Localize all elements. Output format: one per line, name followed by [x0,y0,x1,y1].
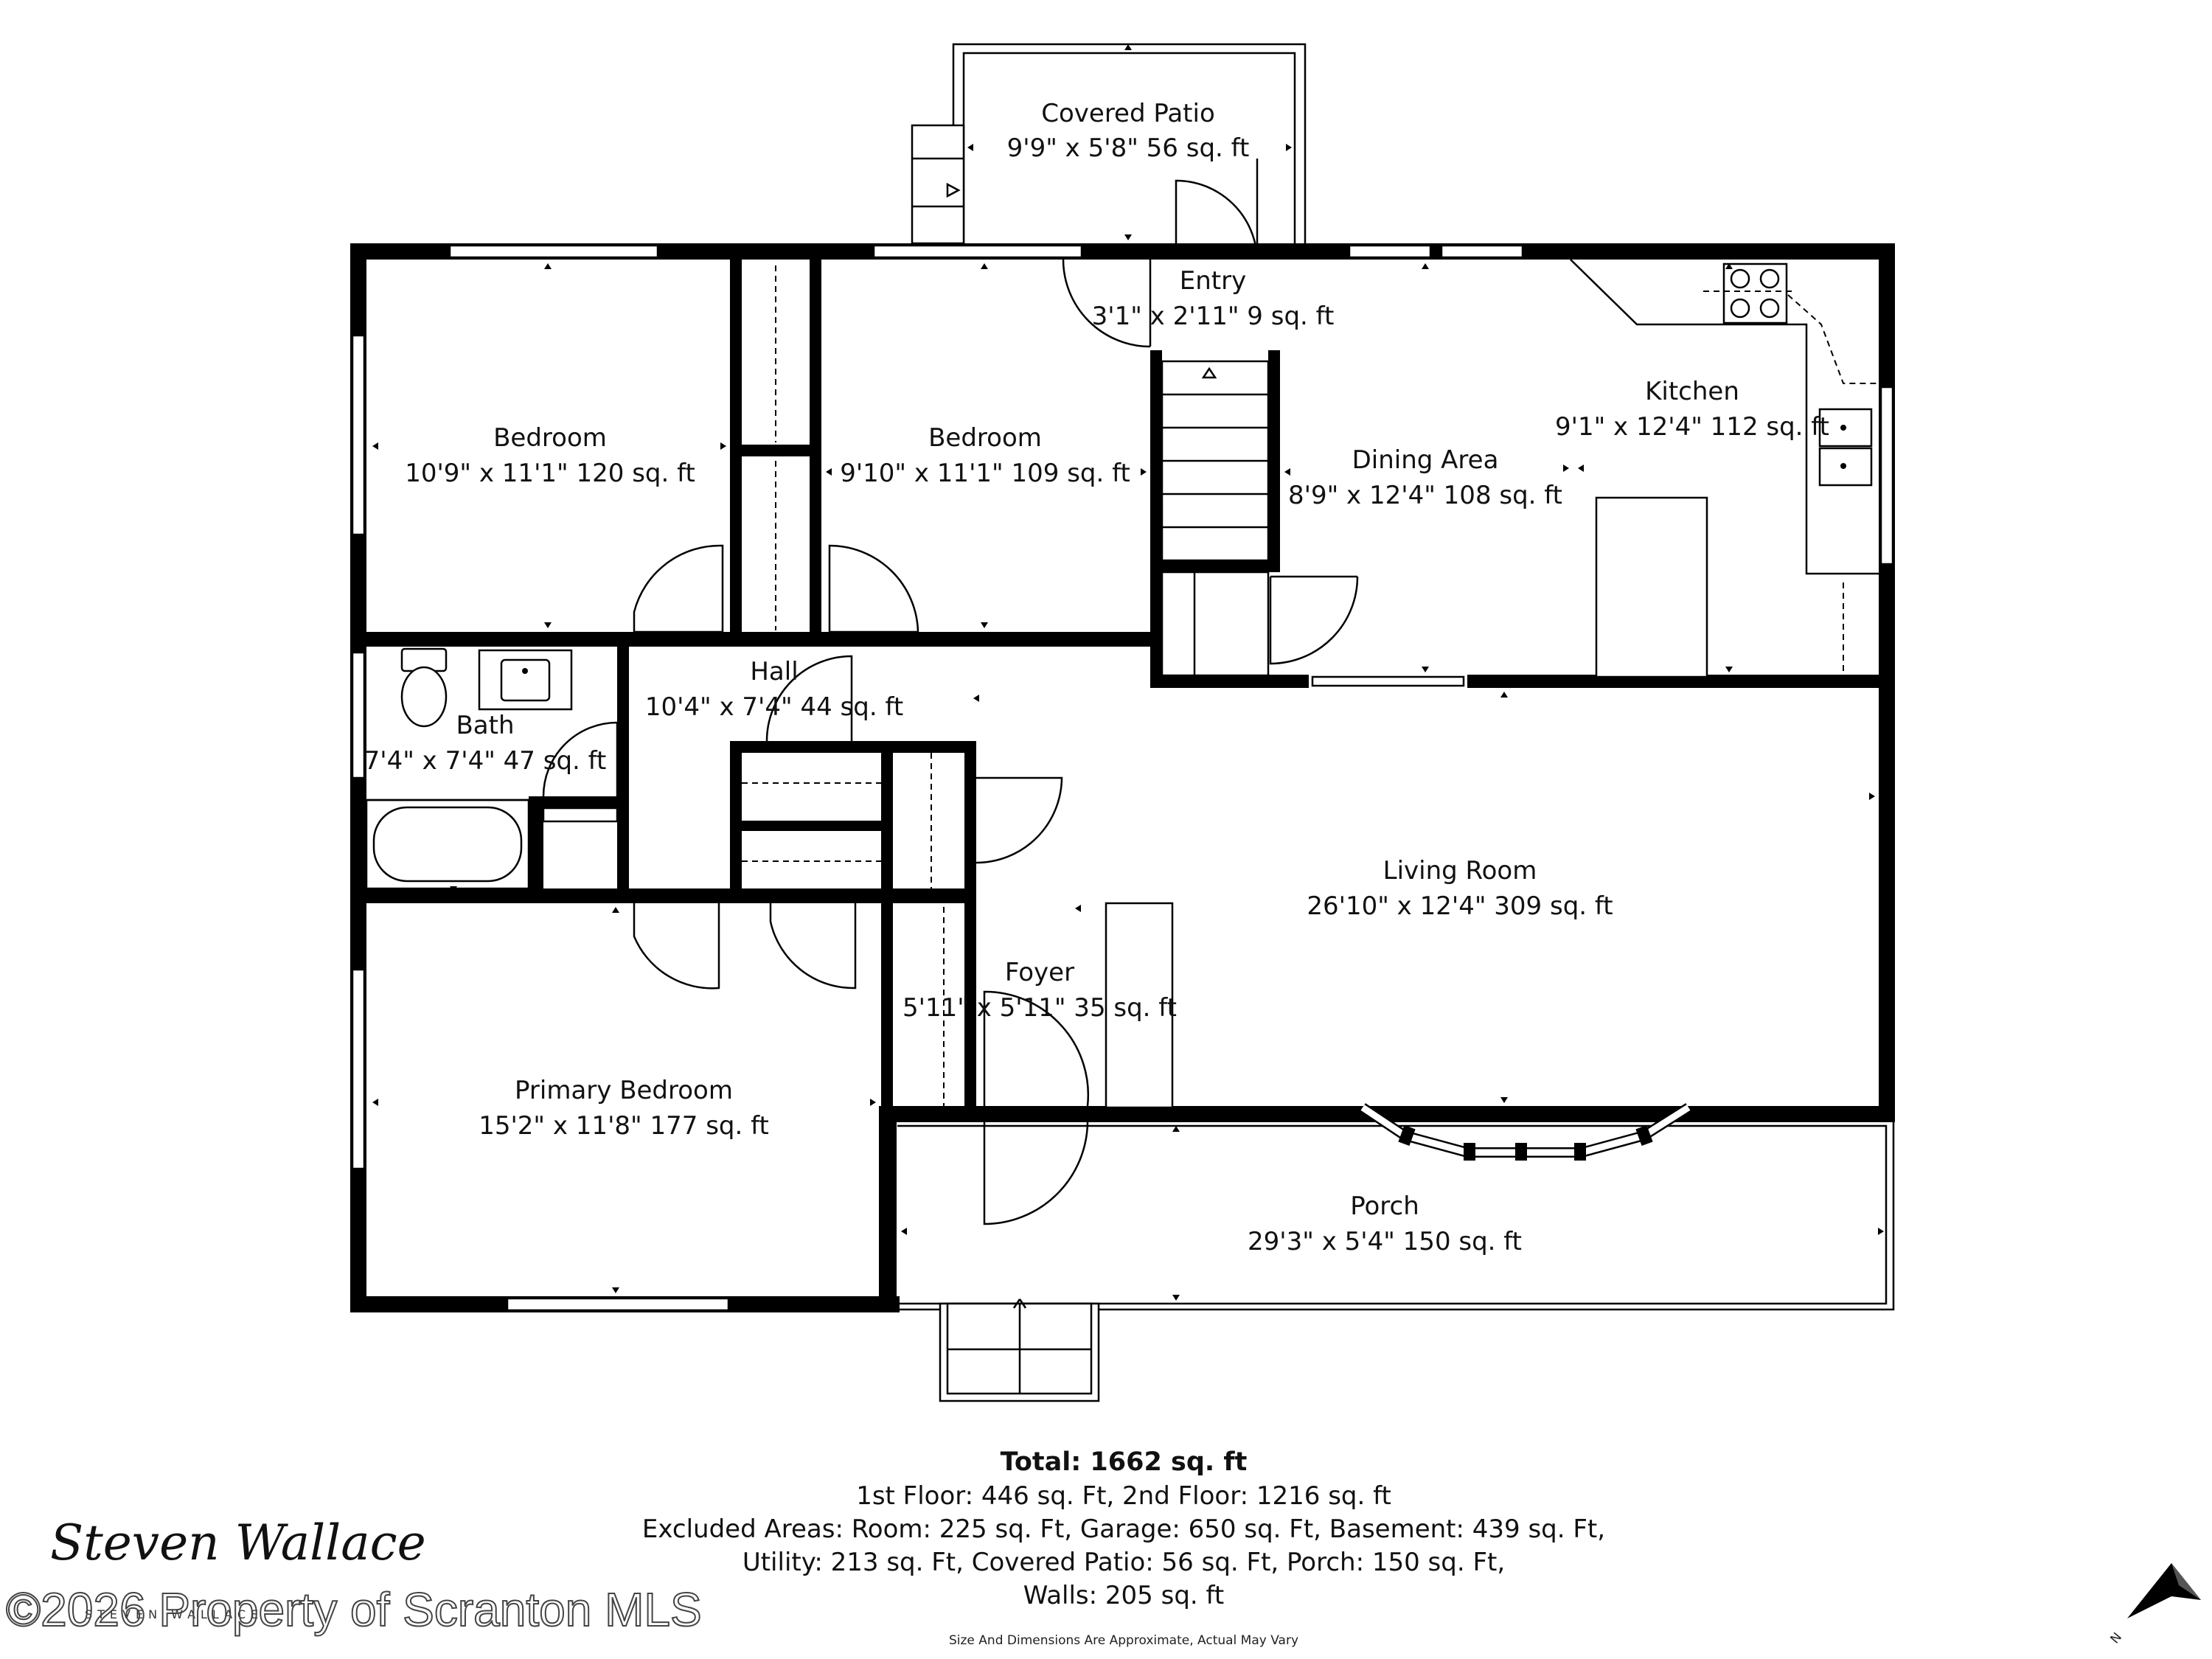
room-name-bath: Bath [456,711,514,740]
porch-outline [897,1119,1895,1402]
room-name-bedroom-1: Bedroom [493,423,607,453]
signature-logo: Steven Wallace STEVEN WALLACE [50,1514,426,1621]
watermark: ©2026 Property of Scranton MLS [6,1583,702,1636]
room-name-entry: Entry [1180,266,1246,296]
total-area: Total: 1662 sq. ft [1001,1447,1248,1477]
foyer-column [1105,902,1174,1109]
room-name-covered-patio: Covered Patio [1041,99,1215,128]
room-dims-foyer: 5'11" x 5'11" 35 sq. ft [902,993,1177,1023]
interior-walls [350,260,1895,1117]
floor-areas: 1st Floor: 446 sq. Ft, 2nd Floor: 1216 s… [856,1481,1391,1511]
disclaimer: Size And Dimensions Are Approximate, Act… [949,1633,1298,1648]
room-dims-entry: 3'1" x 2'11" 9 sq. ft [1092,302,1335,331]
area-summary: Total: 1662 sq. ft 1st Floor: 446 sq. Ft… [642,1447,1605,1648]
room-name-living-room: Living Room [1383,856,1537,886]
room-dims-bedroom-1: 10'9" x 11'1" 120 sq. ft [405,459,695,488]
room-dims-primary-bedroom: 15'2" x 11'8" 177 sq. ft [479,1111,769,1141]
bay-window [1360,1103,1691,1161]
compass-label: N [2108,1630,2125,1647]
bath-fixtures [365,647,619,890]
room-dims-living-room: 26'10" x 12'4" 309 sq. ft [1307,891,1613,921]
room-dims-kitchen: 9'1" x 12'4" 112 sq. ft [1555,412,1829,442]
room-name-kitchen: Kitchen [1645,377,1739,406]
walls-area: Walls: 205 sq. ft [1023,1581,1224,1610]
room-dims-covered-patio: 9'9" x 5'8" 56 sq. ft [1007,133,1250,163]
excluded-areas-line-1: Excluded Areas: Room: 225 sq. Ft, Garage… [642,1514,1605,1544]
room-name-porch: Porch [1350,1192,1419,1221]
covered-patio-outline [911,43,1307,245]
room-dims-bath: 7'4" x 7'4" 47 sq. ft [364,746,607,776]
room-dims-porch: 29'3" x 5'4" 150 sq. ft [1248,1227,1522,1256]
signature-name: Steven Wallace [50,1514,426,1571]
kitchen-fixtures [1570,259,1879,678]
room-name-foyer: Foyer [1005,958,1074,987]
closet-rods [736,265,945,1106]
doors [542,159,1359,1225]
room-labels: Covered Patio 9'9" x 5'8" 56 sq. ft Entr… [364,99,1829,1256]
windows [351,244,1894,1312]
stairs [1161,360,1270,677]
north-arrow-icon: N [2108,1563,2201,1646]
room-name-dining-area: Dining Area [1352,445,1499,475]
signature-subtitle: STEVEN WALLACE [85,1607,263,1621]
room-dims-dining-area: 8'9" x 12'4" 108 sq. ft [1288,481,1562,510]
room-name-bedroom-2: Bedroom [928,423,1042,453]
room-name-primary-bedroom: Primary Bedroom [515,1076,733,1105]
dimension-markers [372,44,1884,1301]
room-name-hall: Hall [750,657,798,686]
room-dims-bedroom-2: 9'10" x 11'1" 109 sq. ft [840,459,1130,488]
excluded-areas-line-2: Utility: 213 sq. Ft, Covered Patio: 56 s… [742,1548,1505,1577]
room-dims-hall: 10'4" x 7'4" 44 sq. ft [645,692,903,722]
